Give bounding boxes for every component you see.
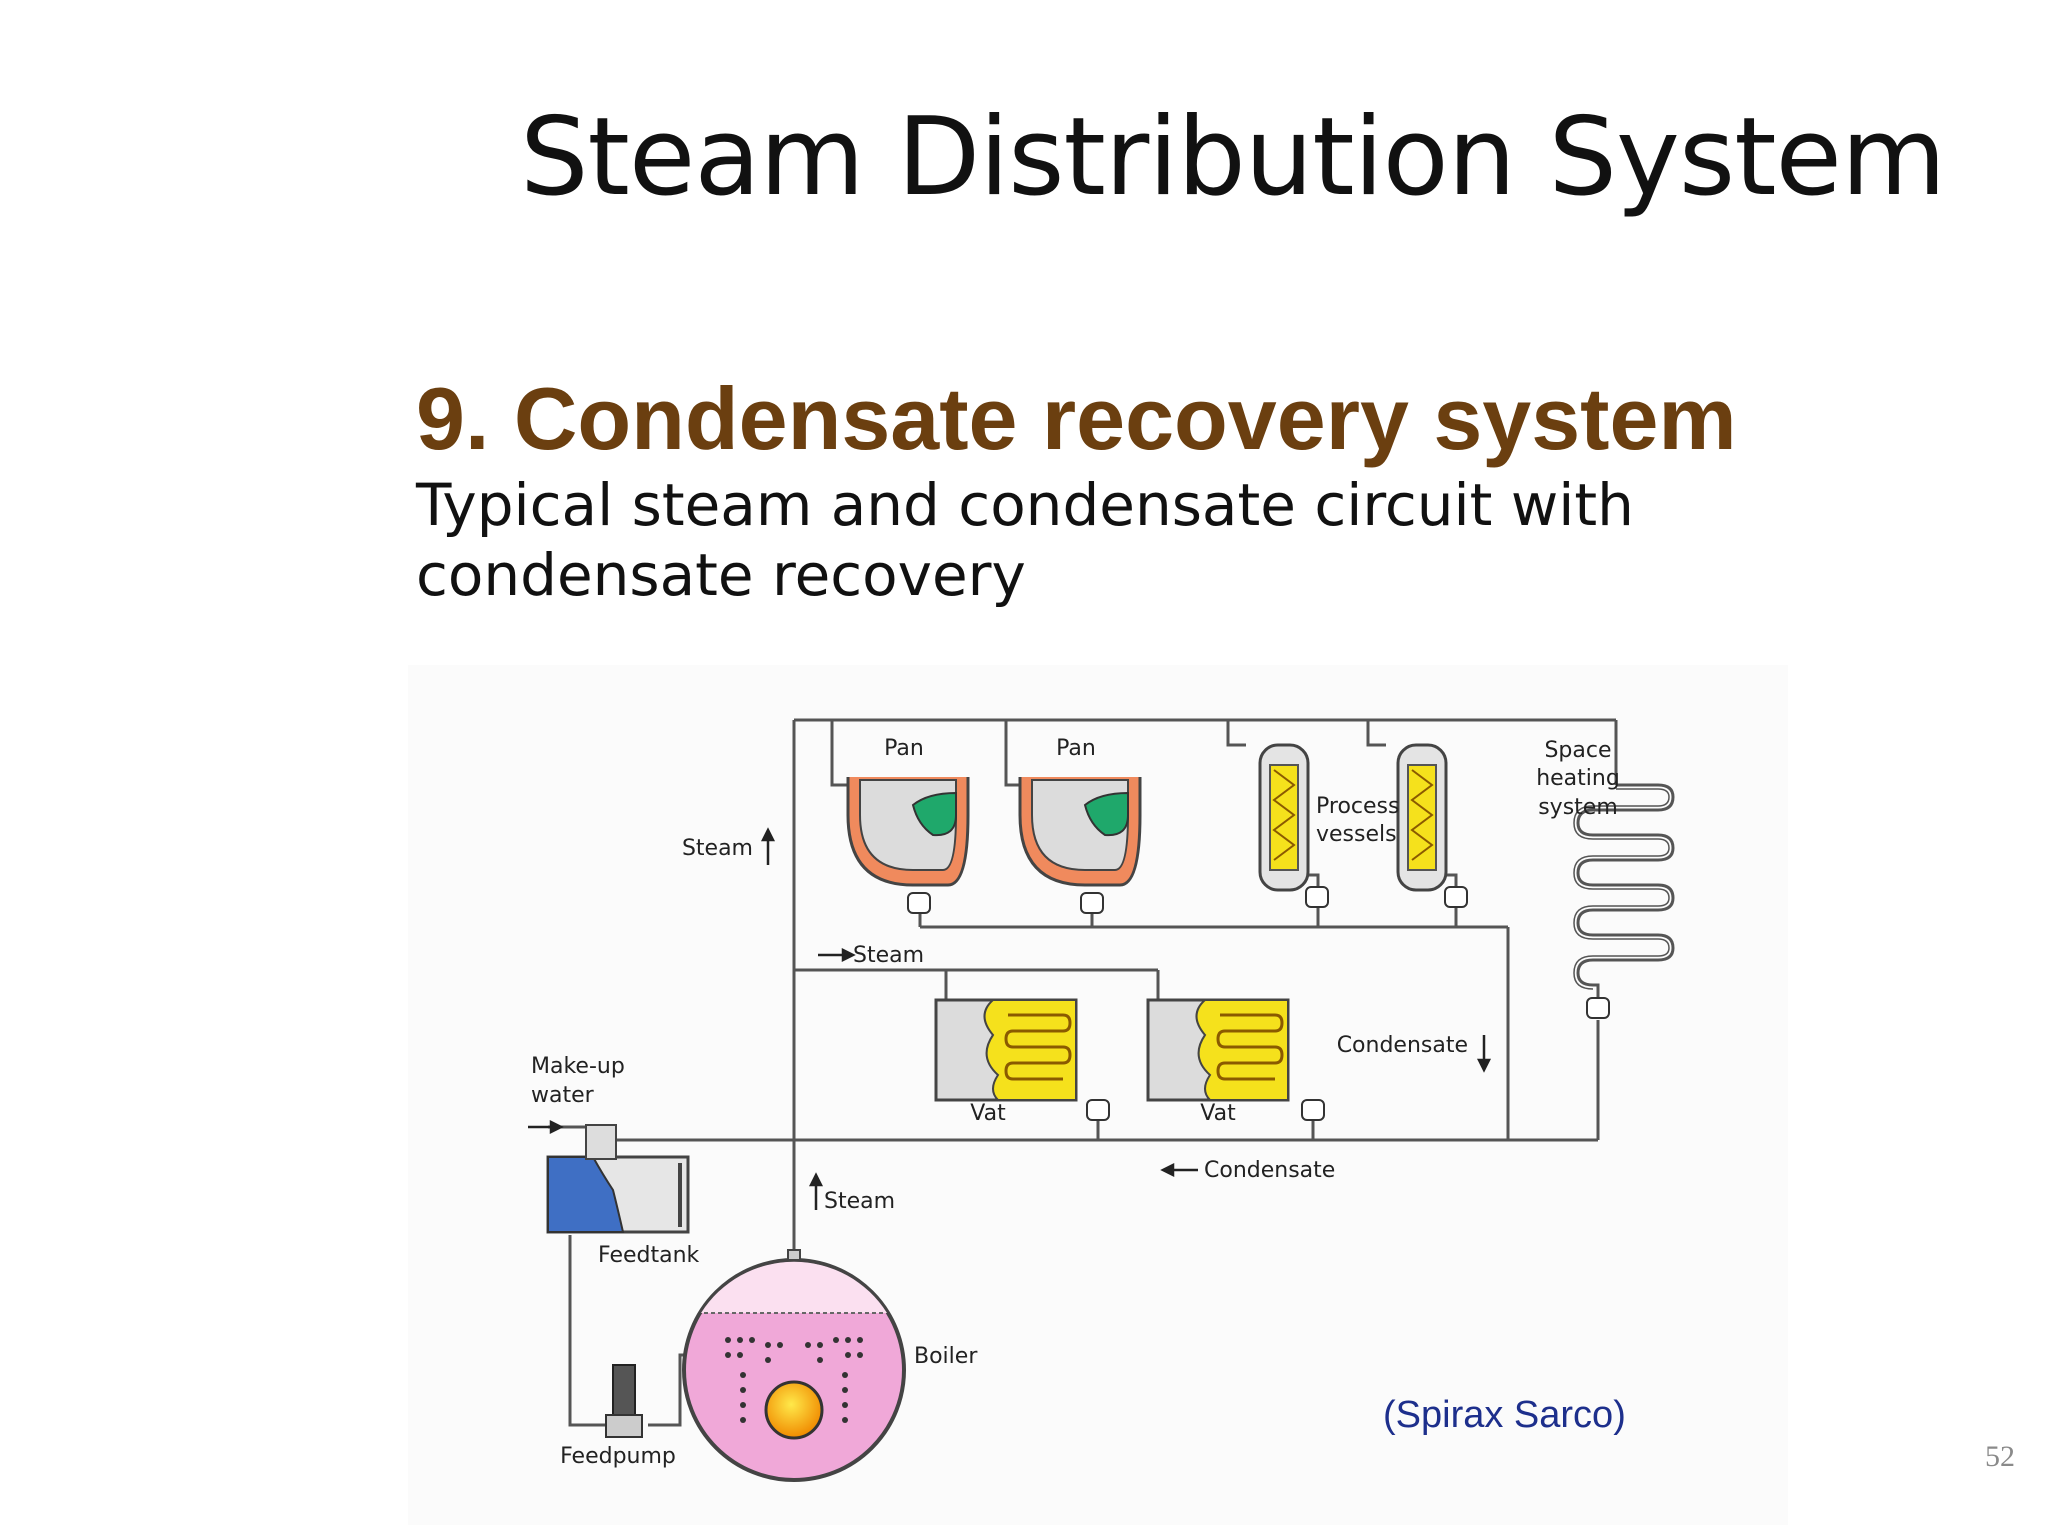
steam-trap-icon (1080, 892, 1104, 914)
vat-2 (1146, 998, 1325, 1121)
vat-1 (934, 998, 1110, 1121)
condensate-pipes (548, 873, 1600, 1427)
flow-arrows (528, 827, 1492, 1210)
space-heating-coil (1573, 783, 1675, 1010)
section-heading: 9. Condensate recovery system (416, 369, 1737, 468)
steam-trap-icon (907, 892, 931, 914)
process-vessel-2 (1396, 743, 1468, 908)
label-condensate-left: Condensate (1204, 1158, 1335, 1183)
label-steam-boiler: Steam (824, 1189, 895, 1214)
process-vessel-1 (1258, 743, 1329, 908)
label-vat-2: Vat (1200, 1101, 1236, 1126)
steam-trap-icon (1444, 886, 1468, 908)
label-pan-2: Pan (1056, 736, 1096, 761)
label-process-vessels-2: vessels (1316, 822, 1397, 847)
pan-1 (846, 777, 970, 914)
slide-title: Steam Distribution System (520, 95, 1946, 220)
feedtank (546, 1124, 690, 1234)
makeup-valve-icon (585, 1124, 617, 1160)
label-vat-1: Vat (970, 1101, 1006, 1126)
label-process-vessels-1: Process (1316, 794, 1399, 819)
label-space-heating-2: heating (1536, 766, 1620, 791)
label-space-heating-3: system (1538, 795, 1618, 820)
label-condensate-down: Condensate (1337, 1033, 1468, 1058)
label-pan-1: Pan (884, 736, 924, 761)
burner-icon (764, 1380, 824, 1440)
subtitle: Typical steam and condensate circuit wit… (416, 471, 1634, 609)
feedpump (605, 1364, 643, 1438)
page-number: 52 (1985, 1440, 2015, 1473)
label-makeup-2: water (531, 1083, 595, 1108)
label-feedpump: Feedpump (560, 1444, 676, 1469)
label-boiler: Boiler (914, 1344, 978, 1369)
pan-2 (1018, 777, 1142, 914)
steam-trap-icon (1305, 886, 1329, 908)
label-makeup-1: Make-up (531, 1054, 625, 1079)
boiler (682, 1249, 906, 1482)
steam-trap-icon (1301, 1099, 1325, 1121)
label-steam-right: Steam (853, 943, 924, 968)
label-feedtank: Feedtank (598, 1243, 700, 1268)
condensate-circuit-diagram: Pan Pan Process vessels Space heating sy… (408, 665, 1788, 1525)
label-steam-up: Steam (682, 836, 753, 861)
steam-trap-icon (1086, 1099, 1110, 1121)
steam-trap-icon (1586, 997, 1610, 1019)
diagram-svg: Pan Pan Process vessels Space heating sy… (528, 718, 1675, 1482)
image-credit: (Spirax Sarco) (1383, 1394, 1626, 1436)
boiler-tubes (725, 1337, 863, 1423)
label-space-heating-1: Space (1544, 738, 1611, 763)
